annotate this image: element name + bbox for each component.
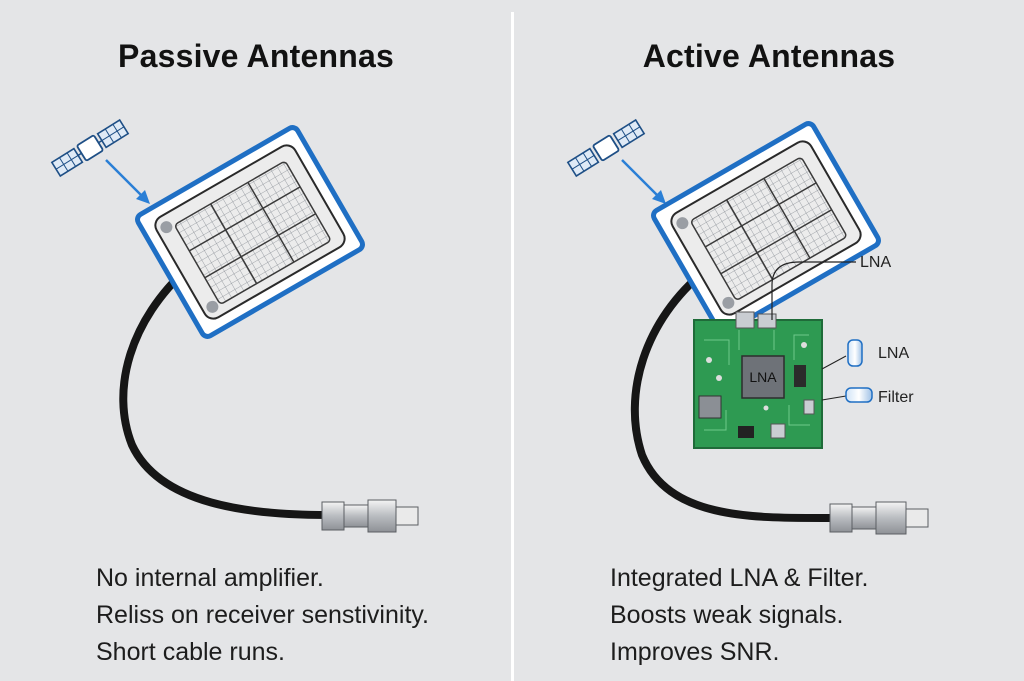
active-antenna-illustration: LNA LNA LNA Filter xyxy=(566,118,929,535)
lna-chip-label: LNA xyxy=(749,369,777,385)
passive-panel: Passive Antennas xyxy=(50,38,429,671)
passive-note-2: Reliss on receiver senstivinity. xyxy=(96,601,429,629)
passive-antenna-illustration xyxy=(50,118,419,533)
signal-arrow-icon xyxy=(105,159,150,204)
passive-patch-antenna xyxy=(135,125,365,339)
lna-component-icon xyxy=(821,339,863,370)
satellite-icon xyxy=(50,118,130,178)
sma-connector xyxy=(321,499,419,533)
lna-side-label: LNA xyxy=(878,345,909,362)
passive-title: Passive Antennas xyxy=(118,38,394,74)
filter-label: Filter xyxy=(878,389,914,406)
passive-notes: No internal amplifier. Reliss on receive… xyxy=(96,560,429,671)
active-note-3: Improves SNR. xyxy=(610,638,780,666)
active-notes: Integrated LNA & Filter. Boosts weak sig… xyxy=(610,560,868,671)
active-note-2: Boosts weak signals. xyxy=(610,601,844,629)
passive-note-3: Short cable runs. xyxy=(96,638,285,666)
active-title: Active Antennas xyxy=(642,38,896,74)
passive-note-1: No internal amplifier. xyxy=(96,564,324,592)
panel-divider xyxy=(511,12,514,681)
active-patch-antenna xyxy=(651,121,881,335)
lna-top-label: LNA xyxy=(860,254,891,271)
signal-arrow-icon xyxy=(621,159,666,204)
active-note-1: Integrated LNA & Filter. xyxy=(610,564,869,592)
sma-connector xyxy=(829,501,929,535)
active-panel: Active Antennas xyxy=(514,0,1024,681)
lna-circuit-board: LNA xyxy=(693,311,823,449)
filter-component-icon xyxy=(821,387,873,403)
coax-cable xyxy=(119,264,332,519)
coax-cable xyxy=(630,266,836,523)
satellite-icon xyxy=(566,118,646,178)
lna-leader-line xyxy=(771,261,856,320)
